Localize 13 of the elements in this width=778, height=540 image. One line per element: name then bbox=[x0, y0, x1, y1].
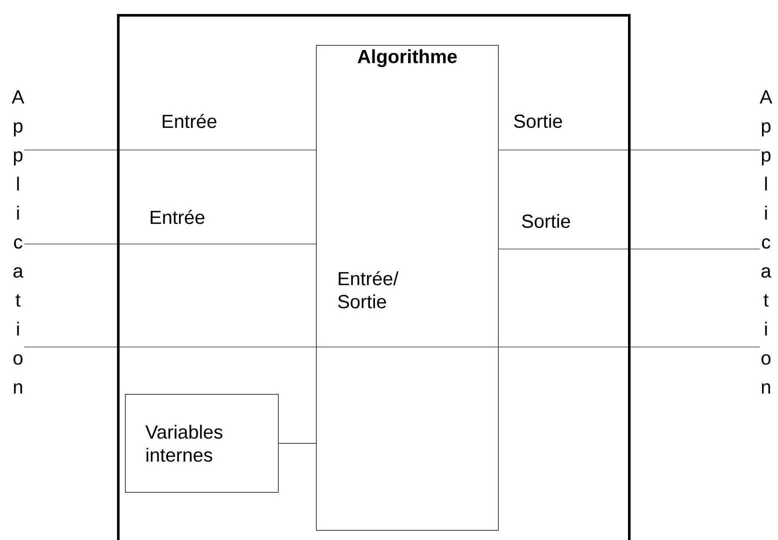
side-label: Application bbox=[12, 90, 24, 394]
side-label: Application bbox=[760, 90, 772, 394]
edge-label: Sortie bbox=[514, 114, 562, 128]
connector-line bbox=[278, 443, 316, 444]
connector-line bbox=[24, 346, 316, 348]
edge-label: Entrée bbox=[150, 210, 204, 224]
process-box: Variables internes bbox=[125, 394, 279, 493]
frame bbox=[117, 14, 631, 540]
edge-label: Entrée/Sortie bbox=[338, 271, 398, 308]
connector-line bbox=[498, 346, 760, 348]
connector-line bbox=[498, 248, 760, 250]
edge-label: Sortie bbox=[522, 214, 570, 228]
edge-label: Entrée bbox=[162, 114, 216, 128]
